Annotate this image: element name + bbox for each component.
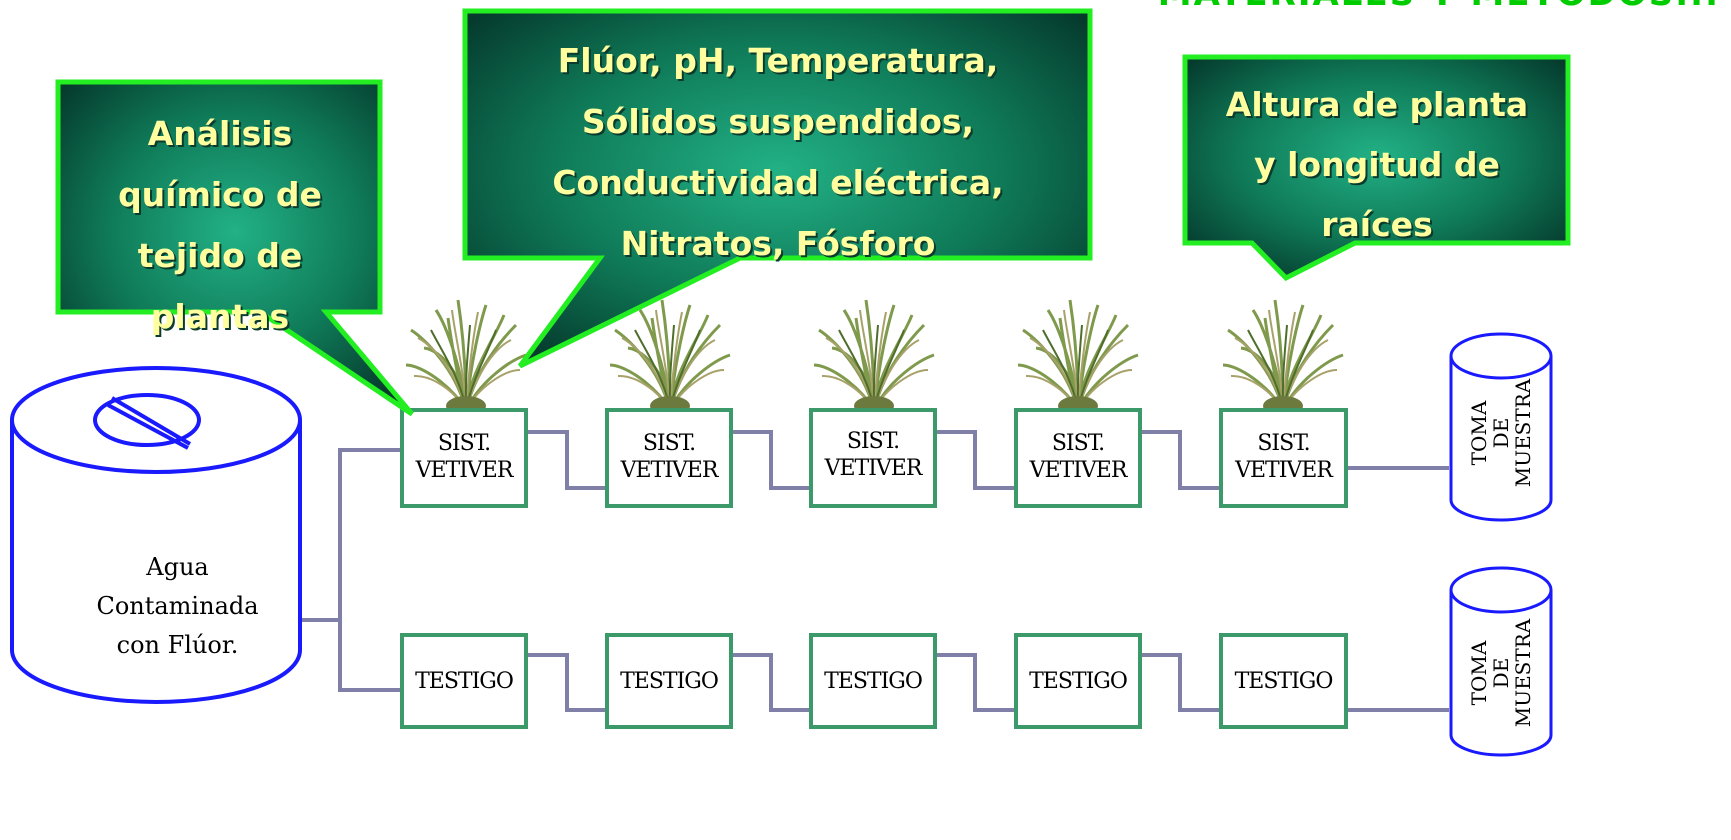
callout-line: y longitud de	[1254, 145, 1500, 184]
control-box	[400, 633, 528, 729]
callout-line: tejido de	[137, 236, 303, 275]
box-label-line: SIST.	[846, 429, 900, 454]
sample-label-line: TOMA	[1467, 400, 1491, 466]
callout-line: Nitratos, Fósforo	[620, 224, 936, 263]
box-label-line: SIST.	[1257, 431, 1310, 456]
vetiver-plant	[404, 298, 528, 418]
vetiver-system-box	[605, 408, 733, 508]
vetiver-box-label: SIST. VETIVER	[1016, 430, 1140, 484]
control-box-label: TESTIGO	[415, 669, 514, 694]
box-label-line: VETIVER	[824, 456, 923, 481]
box-label-line: VETIVER	[1235, 458, 1333, 483]
sample-label-bottom: TOMA DE MUESTRA	[1467, 608, 1535, 738]
vetiver-plant	[1221, 298, 1345, 418]
box-label-line: SIST.	[642, 431, 696, 456]
control-box-label: TESTIGO	[824, 669, 923, 694]
callout-line: raíces	[1321, 205, 1433, 244]
tank-label-line: Contaminada	[96, 592, 259, 620]
box-label-line: VETIVER	[415, 458, 514, 483]
control-box	[1219, 633, 1348, 729]
callout-line: químico de	[118, 175, 322, 214]
callout-line: Flúor, pH, Temperatura,	[557, 41, 999, 80]
vetiver-box-label: SIST. VETIVER	[607, 430, 731, 484]
vetiver-plant	[1016, 298, 1140, 418]
connector-lines	[300, 430, 1449, 712]
sample-label-line: DE	[1489, 417, 1513, 449]
tank-label-line: Agua	[146, 553, 209, 581]
vetiver-box-label: SIST. VETIVER	[1221, 430, 1346, 484]
control-box	[1014, 633, 1142, 729]
callout-parameters	[462, 8, 1093, 369]
sample-cylinder-top	[1449, 332, 1553, 522]
vetiver-box-label: SIST. VETIVER	[402, 430, 526, 484]
vetiver-plant	[812, 298, 936, 418]
sample-label-line: MUESTRA	[1511, 378, 1535, 488]
sample-label-top: TOMA DE MUESTRA	[1467, 368, 1535, 498]
vetiver-plant	[608, 298, 732, 418]
callout-line: Altura de planta	[1225, 85, 1529, 124]
contaminated-water-tank	[10, 366, 302, 704]
callout-plant-analysis-text: Análisis químico de tejido de plantas	[62, 103, 378, 347]
sample-label-line: MUESTRA	[1511, 618, 1535, 728]
control-box-label: TESTIGO	[1234, 669, 1334, 694]
callout-line: plantas	[150, 297, 290, 336]
box-label-line: SIST.	[1051, 431, 1105, 456]
control-box-label: TESTIGO	[1029, 669, 1128, 694]
callout-line: Conductividad eléctrica,	[552, 163, 1004, 202]
vetiver-system-box	[1014, 408, 1142, 508]
box-label-line: VETIVER	[620, 458, 719, 483]
callout-growth-text: Altura de planta y longitud de raíces	[1188, 75, 1566, 255]
vetiver-system-box	[809, 408, 937, 508]
sample-label-line: DE	[1489, 657, 1513, 689]
vetiver-system-box	[400, 408, 528, 508]
control-box	[605, 633, 733, 729]
control-box	[809, 633, 937, 729]
tank-label-line: con Flúor.	[116, 631, 239, 659]
callout-line: Sólidos suspendidos,	[581, 102, 975, 141]
callout-line: Análisis	[147, 114, 293, 153]
callout-growth	[1182, 54, 1571, 282]
vetiver-box-label: SIST. VETIVER	[811, 428, 935, 482]
sample-cylinder-bottom	[1449, 566, 1553, 757]
control-box-label: TESTIGO	[620, 669, 719, 694]
box-label-line: SIST.	[437, 431, 491, 456]
tank-lid	[93, 393, 201, 447]
sample-label-line: TOMA	[1467, 640, 1491, 706]
slide-title: MATERIALES Y METODOS...	[1060, 0, 1720, 14]
box-label-line: VETIVER	[1029, 458, 1128, 483]
vetiver-system-box	[1219, 408, 1348, 508]
tank-label: Agua Contaminada con Flúor.	[20, 548, 335, 665]
callout-parameters-text: Flúor, pH, Temperatura, Sólidos suspendi…	[468, 30, 1088, 274]
callout-plant-analysis	[55, 79, 414, 417]
